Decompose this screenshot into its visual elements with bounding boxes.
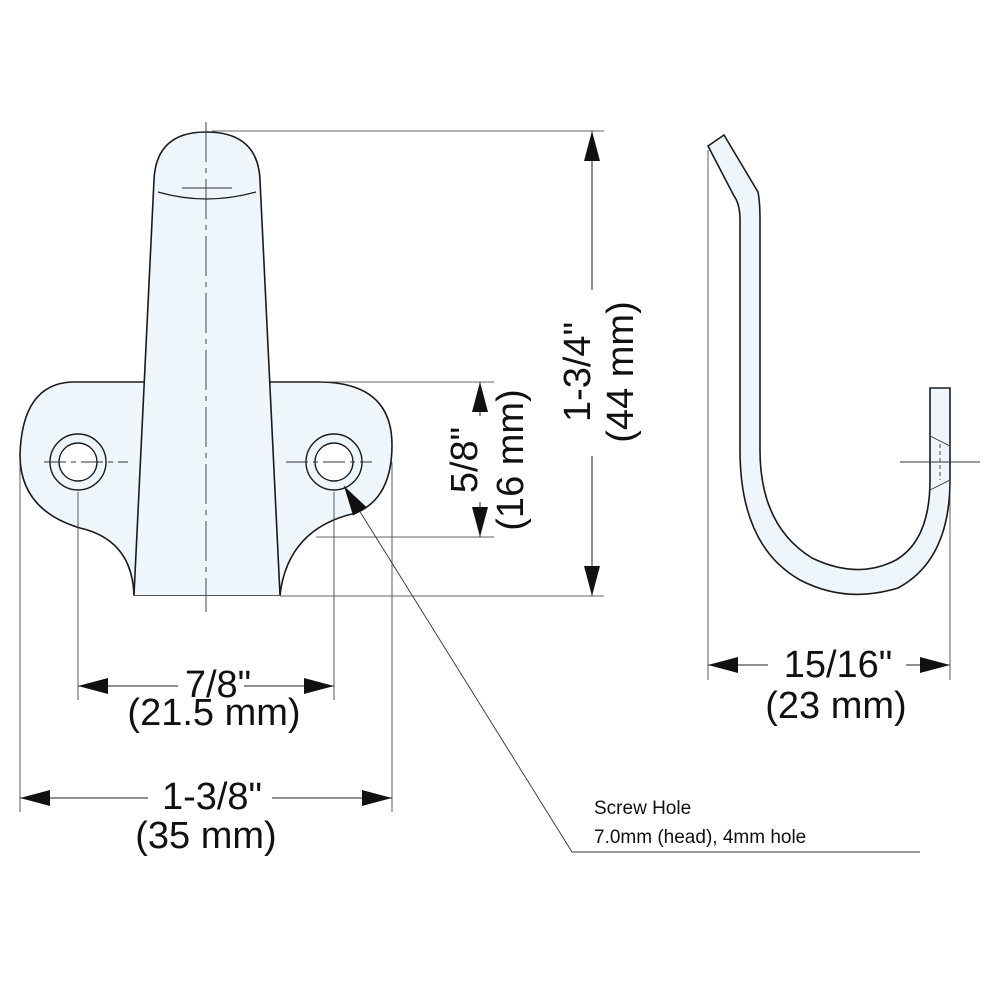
dim-overall-height: 1-3/4" (44 mm) [557,131,642,596]
hole-spacing-imperial: 7/8" [185,664,251,706]
side-screw-hole-hidden [900,435,980,491]
plate-height-metric: (16 mm) [490,389,532,530]
dim-plate-height: 5/8" (16 mm) [444,382,532,537]
plate-height-imperial: 5/8" [444,427,486,493]
side-extension-lines [707,150,951,680]
overall-width-imperial: 1-3/8" [162,776,262,818]
front-arm-outline [133,131,281,596]
arm-tip-edge [157,191,257,200]
hole-spacing-metric: (21.5 mm) [127,692,300,734]
overall-height-imperial: 1-3/4" [557,322,599,422]
center-lines [44,122,372,612]
hook-side-view [706,133,980,596]
overall-height-metric: (44 mm) [600,301,642,442]
dim-hole-spacing: 7/8" (21.5 mm) [78,664,334,734]
hook-front-view [19,122,393,612]
callout-title: Screw Hole [594,798,691,819]
side-profile-outline [706,133,951,596]
dim-depth: 15/16" (23 mm) [708,644,950,727]
depth-imperial: 15/16" [784,644,893,686]
dim-overall-width: 1-3/8" (35 mm) [20,776,392,857]
extension-lines [19,130,604,812]
screw-hole-callout: Screw Hole 7.0mm (head), 4mm hole [343,485,920,853]
depth-metric: (23 mm) [765,685,906,727]
callout-detail: 7.0mm (head), 4mm hole [594,827,806,848]
overall-width-metric: (35 mm) [135,815,276,857]
